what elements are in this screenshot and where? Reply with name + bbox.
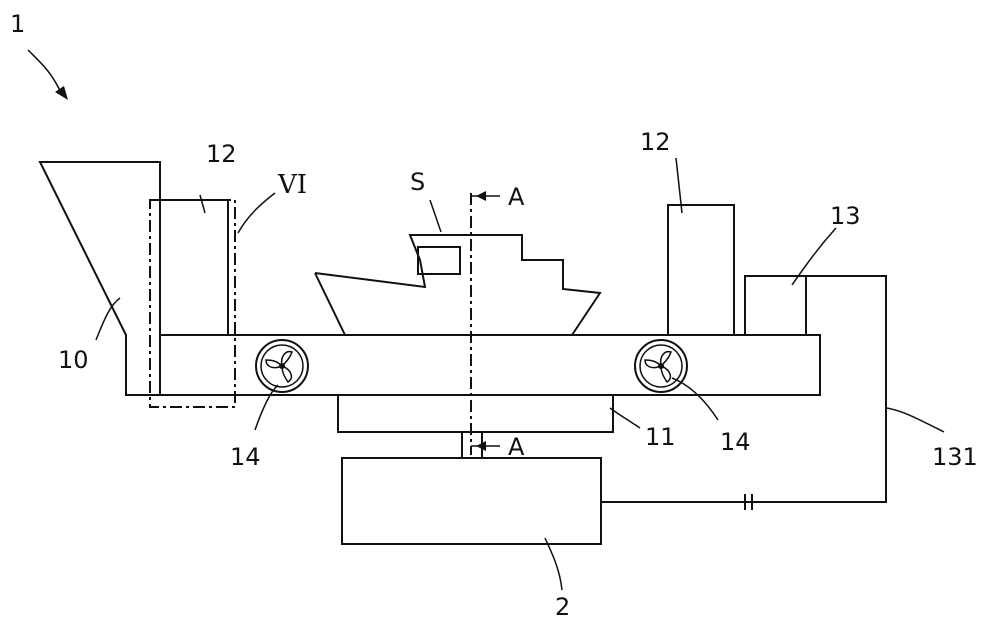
label-detail-view: VI: [277, 170, 307, 200]
leader-lines: [96, 158, 944, 590]
detail-view-boundary: [150, 200, 235, 407]
label-apparatus: 1: [10, 10, 25, 38]
label-base: 11: [645, 423, 676, 451]
label-section-top: A: [508, 183, 525, 211]
label-lift-left: 12: [206, 140, 237, 168]
ship: [315, 235, 600, 335]
cable: [601, 276, 886, 510]
hull-outline: [40, 162, 820, 395]
label-ship: S: [410, 168, 425, 196]
label-thruster-right: 14: [720, 428, 751, 456]
apparatus-pointer: [28, 50, 68, 100]
label-thruster-left: 14: [230, 443, 261, 471]
label-hull: 10: [58, 346, 89, 374]
remote-unit-box: [342, 458, 601, 544]
propeller-icon: [256, 340, 308, 392]
label-section-bottom: A: [508, 433, 525, 461]
base-block: [338, 395, 613, 432]
label-lift-right: 12: [640, 128, 671, 156]
lift-tower-left: [160, 200, 228, 335]
lift-tower-right: [668, 205, 734, 335]
control-box: [745, 276, 806, 335]
propeller-icon: [635, 340, 687, 392]
label-control-box: 13: [830, 202, 861, 230]
label-cable: 131: [932, 443, 978, 471]
label-remote-unit: 2: [555, 593, 570, 621]
section-line-a: [471, 191, 500, 455]
